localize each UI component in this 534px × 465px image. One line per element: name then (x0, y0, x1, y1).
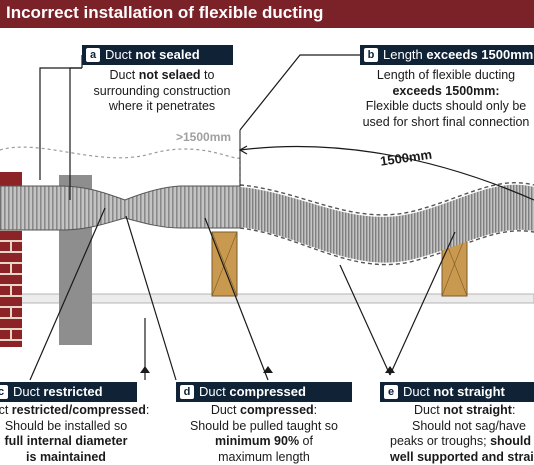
marker-c (140, 366, 150, 373)
length-label: 1500mm (379, 147, 433, 169)
leader-b (239, 54, 360, 131)
label-a-letter: a (86, 48, 100, 62)
timber-cross-left (211, 231, 238, 297)
leader-a (39, 67, 82, 180)
duct-top-outline (239, 181, 534, 216)
title-bar: Incorrect installation of flexible ducti… (0, 0, 534, 28)
exceeds-label: >1500mm (176, 130, 231, 144)
flex-duct-right (240, 184, 534, 263)
leader-d1 (125, 215, 177, 381)
leader-c1 (29, 207, 106, 381)
leader-e2 (389, 231, 456, 376)
leader-d2 (204, 217, 269, 381)
leader-a2 (69, 67, 82, 200)
description-e: Duct not straight: Should not sag/have p… (390, 403, 534, 464)
description-d: Duct compressed: Should be pulled taught… (189, 403, 339, 464)
label-c-letter: c (0, 385, 8, 399)
duct-bottom-outline (239, 227, 534, 266)
marker-d (263, 366, 273, 373)
description-b: Length of flexible ducting exceeds 1500m… (362, 68, 530, 129)
dashed-outline (0, 146, 241, 185)
brick-cap (0, 172, 22, 186)
label-b-letter: b (364, 48, 378, 62)
description-a: Duct not selaed to surrounding construct… (93, 68, 231, 113)
flex-duct-left (0, 185, 241, 231)
description-c: Duct restricted/compressed: Should be in… (0, 403, 150, 464)
marker-e (385, 366, 395, 373)
length-arc (239, 145, 534, 201)
page-title: Incorrect installation of flexible ducti… (6, 3, 324, 22)
ceiling-board (0, 293, 534, 304)
label-d-letter: d (180, 385, 194, 399)
leader-e1 (339, 264, 391, 376)
label-e-letter: e (384, 385, 398, 399)
